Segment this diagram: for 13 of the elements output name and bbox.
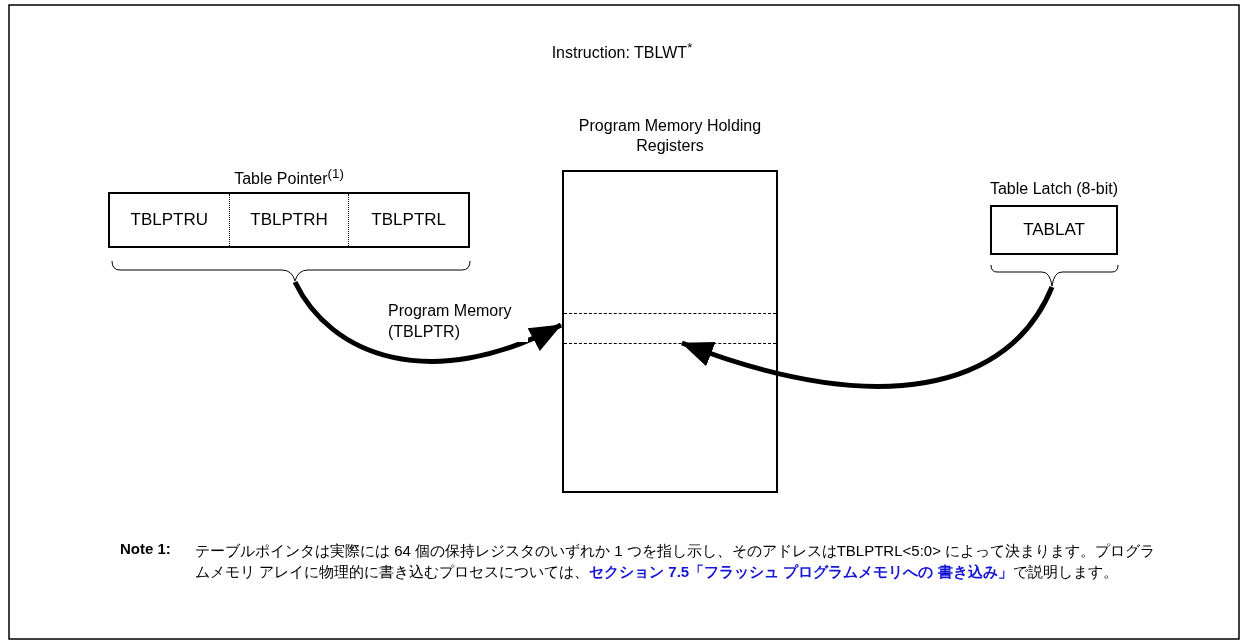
register-cell: TBLPTRH [228,194,349,246]
diagram-title: Instruction: TBLWT$^{*}$ [550,40,694,63]
register-heading: Table Pointer$^{(1)}$ [233,165,345,190]
arrow [292,280,563,364]
register-heading: Program Memory Holding Registers [577,116,763,156]
section-link: セクション 7.5「フラッシュ プログラムメモリへの 書き込み」 [589,563,1013,580]
note-text: テーブルポインタは実際には 64 個の保持レジスタのいずれか 1 つを指し示し、そのアドレスはTBLPTRL<5:0> によって決まります。プログラムメモリ アレイに物理的に書き込むプロセスについては、セクション 7.5「フラッシュ プログラムメモリへの 書き込み」で説明します。 [195,541,1157,582]
register-cell: TBLPTRL [348,194,468,246]
register-name: TABLAT [1022,219,1086,241]
memory-slot [564,313,776,344]
register-cell: TBLPTRU [110,194,229,246]
register-heading: Table Latch (8-bit) [988,179,1120,199]
note-label: Note 1: [120,540,171,557]
